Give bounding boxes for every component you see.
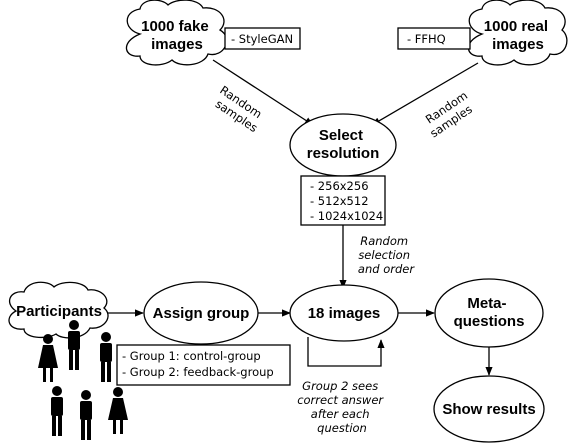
svg-text:Assign group: Assign group (153, 305, 250, 322)
svg-text:Show results: Show results (442, 401, 535, 418)
fake-images-label: 1000 fake images (141, 18, 213, 53)
show-results-node: Show results (433, 375, 545, 443)
person-icon (100, 332, 112, 382)
svg-text:Meta- questions: Meta- questions (454, 295, 525, 330)
edge-fake-to-select (212, 59, 314, 126)
resolutions-box: - 256x256 - 512x512 - 1024x1024 (300, 175, 386, 226)
images-18-node: 18 images (289, 284, 399, 342)
edge-images-self-loop (307, 337, 385, 367)
real-images-cloud: 1000 real images (467, 0, 568, 66)
person-icon (108, 387, 128, 434)
svg-text:Select resolution: Select resolution (307, 127, 380, 162)
participants-cloud: Participants (8, 281, 109, 339)
groups-box: - Group 1: control-group - Group 2: feed… (116, 344, 291, 386)
group2-feedback-note: Group 2 sees correct answer after each q… (297, 379, 387, 435)
svg-text:- Group 1: control-group: - Group 1: control-group - Group 2: feed… (122, 349, 274, 379)
participants-label: Participants (16, 303, 102, 320)
svg-text:- 256x256 - 512x512: - 256x256 - 512x512 - 1024x1024 (310, 179, 383, 223)
random-selection-label: Random selection and order (358, 234, 415, 276)
person-icon (80, 390, 92, 440)
fake-images-cloud: 1000 fake images (125, 0, 228, 66)
real-images-label: 1000 real images (484, 18, 552, 53)
svg-text:- FFHQ: - FFHQ (407, 32, 446, 46)
ffhq-box: - FFHQ (397, 27, 471, 50)
svg-text:- StyleGAN: - StyleGAN (231, 32, 293, 46)
edge-real-to-select (371, 62, 479, 126)
assign-group-node: Assign group (143, 281, 259, 345)
select-resolution-node: Select resolution (289, 113, 397, 177)
person-icon (38, 334, 58, 382)
svg-text:18 images: 18 images (308, 305, 381, 322)
person-icon (51, 386, 63, 436)
random-samples-right-label: Random samples (420, 86, 481, 140)
person-icon (68, 320, 80, 370)
meta-questions-node: Meta- questions (434, 278, 544, 348)
stylegan-box: - StyleGAN (224, 27, 301, 50)
